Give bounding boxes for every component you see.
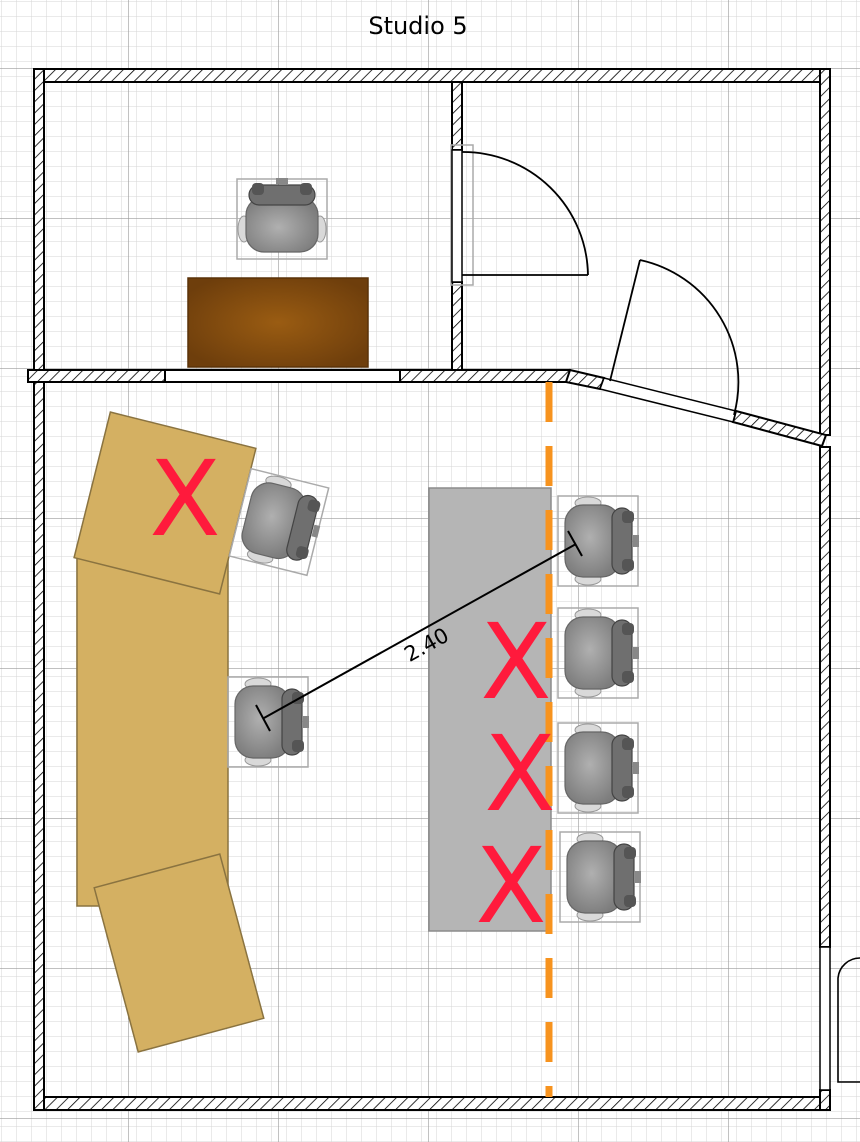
x-mark: X	[149, 438, 220, 560]
door-swing-icon	[450, 144, 589, 286]
x-mark: X	[484, 713, 555, 835]
door-swing-icon	[599, 259, 740, 423]
x-mark: X	[480, 601, 551, 723]
plan-title: Studio 5	[368, 12, 467, 40]
small-desk	[187, 277, 369, 368]
large-desk	[73, 411, 265, 1053]
door-swing-icon	[819, 946, 860, 1091]
conference-table	[428, 487, 552, 932]
x-mark: X	[475, 825, 546, 947]
removal-marks: X X X X	[149, 438, 555, 947]
